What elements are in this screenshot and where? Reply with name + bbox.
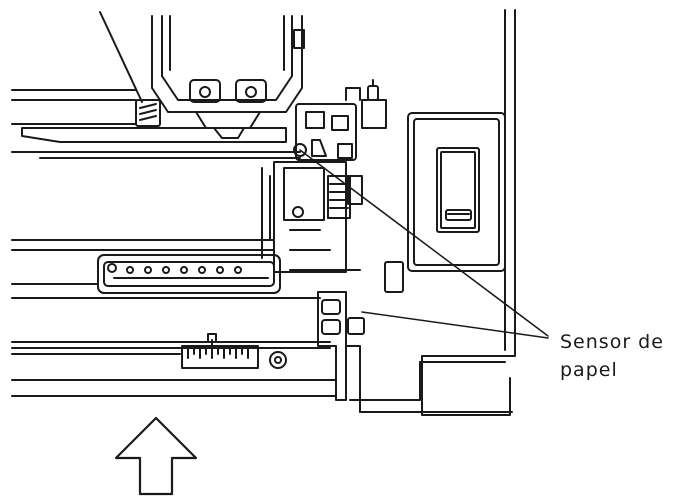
sensor-assembly bbox=[294, 80, 386, 160]
sensor-label: Sensor de papel bbox=[560, 328, 680, 384]
middle-frame-lines bbox=[12, 240, 274, 250]
up-arrow-outline-icon bbox=[116, 418, 196, 494]
printer-housing bbox=[350, 10, 515, 415]
carriage-latch bbox=[136, 100, 160, 126]
sensor-label-line1: Sensor de bbox=[560, 331, 664, 353]
small-indicator bbox=[385, 262, 403, 292]
lower-bracket bbox=[318, 292, 364, 412]
upper-frame-lines bbox=[12, 90, 136, 124]
control-panel bbox=[408, 113, 505, 271]
sensor-callout-lines bbox=[300, 150, 548, 338]
bottom-ruler bbox=[12, 334, 336, 396]
carriage-rail bbox=[12, 128, 300, 158]
sensor-label-line2: papel bbox=[560, 359, 618, 381]
gear-train bbox=[262, 162, 362, 272]
paper-tractor bbox=[12, 255, 320, 298]
print-head-carriage bbox=[152, 16, 304, 138]
upper-pointer-line bbox=[100, 12, 142, 102]
